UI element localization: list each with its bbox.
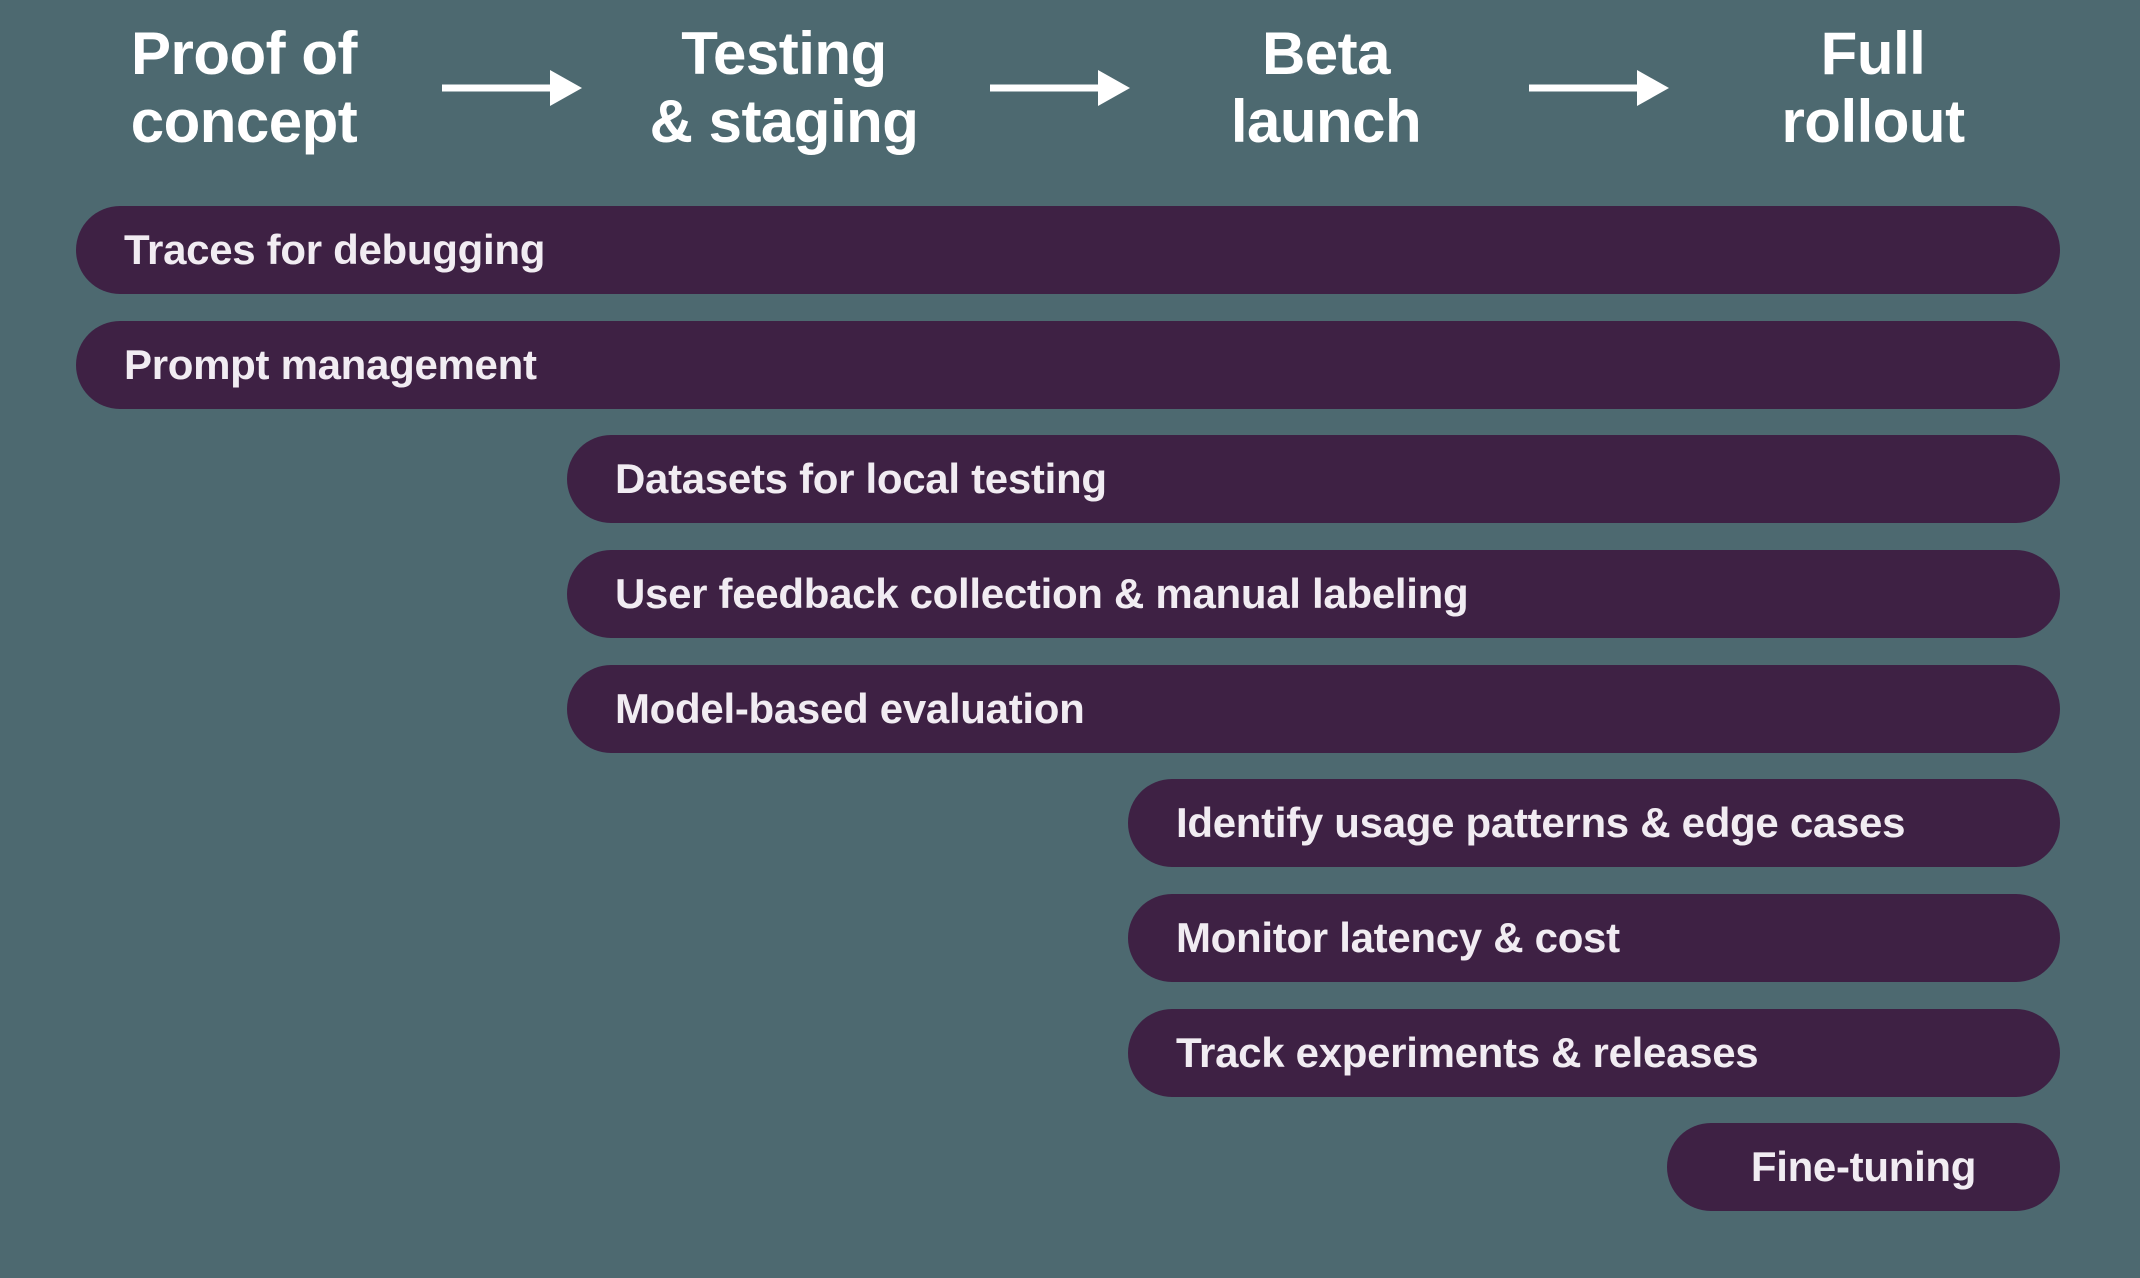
bar-datasets-for-local-testing: Datasets for local testing bbox=[567, 435, 2060, 523]
phase-label-beta-launch: Beta launch bbox=[1230, 20, 1422, 155]
bar-label: Fine-tuning bbox=[1750, 1143, 1977, 1190]
bar-label: Traces for debugging bbox=[124, 226, 546, 273]
bar-track-experiments-releases: Track experiments & releases bbox=[1128, 1009, 2060, 1097]
bar-monitor-latency-cost: Monitor latency & cost bbox=[1128, 894, 2060, 982]
arrow-right-icon bbox=[1529, 70, 1669, 106]
phase-label-proof-of-concept: Proof of concept bbox=[130, 20, 358, 155]
bar-user-feedback-collection: User feedback collection & manual labeli… bbox=[567, 550, 2060, 638]
bar-identify-usage-patterns: Identify usage patterns & edge cases bbox=[1128, 779, 2060, 867]
bar-label: Monitor latency & cost bbox=[1176, 914, 1620, 961]
phase-label-testing-staging: Testing & staging bbox=[649, 20, 919, 155]
bar-model-based-evaluation: Model-based evaluation bbox=[567, 665, 2060, 753]
arrow-right-icon bbox=[990, 70, 1130, 106]
bar-label: Prompt management bbox=[124, 341, 537, 388]
bar-fine-tuning: Fine-tuning bbox=[1667, 1123, 2060, 1211]
phase-label-full-rollout: Full rollout bbox=[1781, 20, 1965, 155]
bar-prompt-management: Prompt management bbox=[76, 321, 2060, 409]
arrow-right-icon bbox=[442, 70, 582, 106]
bar-label: Model-based evaluation bbox=[615, 685, 1085, 732]
bar-label: User feedback collection & manual labeli… bbox=[615, 570, 1469, 617]
bar-label: Identify usage patterns & edge cases bbox=[1176, 799, 1906, 846]
bar-traces-for-debugging: Traces for debugging bbox=[76, 206, 2060, 294]
bar-label: Datasets for local testing bbox=[615, 455, 1107, 502]
bar-label: Track experiments & releases bbox=[1176, 1029, 1759, 1076]
